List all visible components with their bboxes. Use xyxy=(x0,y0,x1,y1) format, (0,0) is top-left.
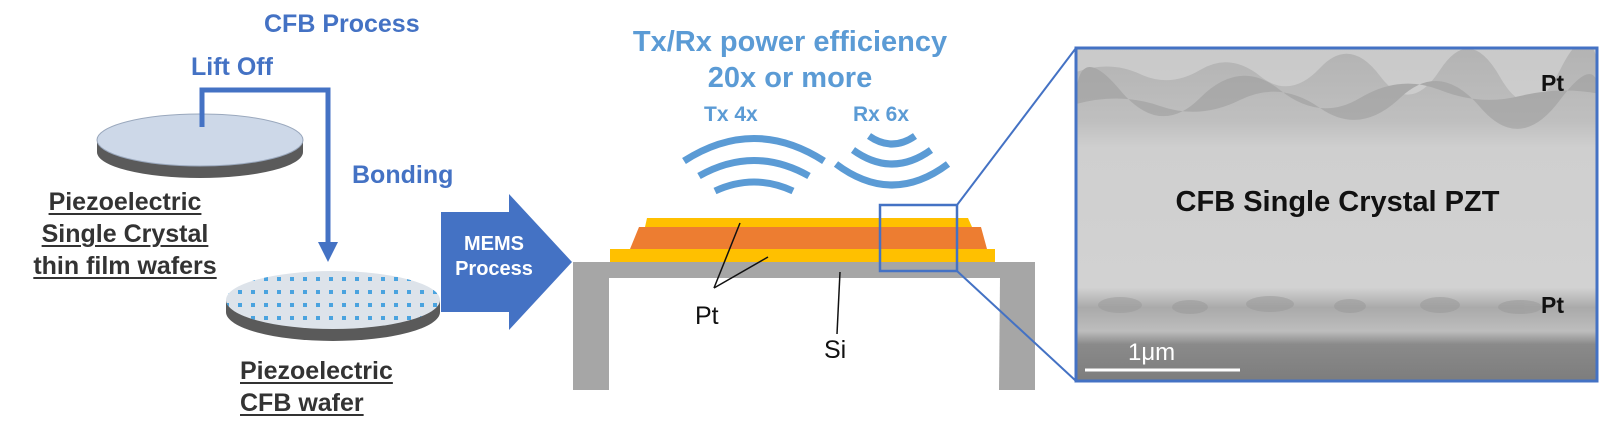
top-pt-layer xyxy=(645,218,972,227)
zoom-box xyxy=(878,203,959,273)
tx-wave-icon xyxy=(682,135,826,195)
efficiency-line: Tx/Rx power efficiency xyxy=(632,26,948,58)
sem-bottom-pt-label: Pt xyxy=(1541,292,1564,318)
single-crystal-wafer xyxy=(96,113,304,178)
zoom-line-bottom xyxy=(956,270,1077,382)
caption-line: thin film wafers xyxy=(33,252,217,280)
caption-line: CFB wafer xyxy=(240,389,364,417)
pzt-layer xyxy=(630,227,987,249)
sem-pzt-label: CFB Single Crystal PZT xyxy=(1175,186,1500,218)
scale-bar-label: 1μm xyxy=(1128,339,1176,366)
si-membrane xyxy=(573,262,1035,278)
mems-line: Process xyxy=(455,258,533,280)
efficiency-headline: Tx/Rx power efficiency 20x or more xyxy=(610,24,970,96)
si-right-leg xyxy=(999,278,1035,390)
si-label: Si xyxy=(824,336,847,364)
lift-off-label: Lift Off xyxy=(191,53,273,81)
rx-gain-label: Rx 6x xyxy=(853,103,910,126)
rx-wave-icon xyxy=(833,133,951,189)
single-crystal-wafer-caption: Piezoelectric Single Crystal thin film w… xyxy=(14,186,236,282)
mems-process-label: MEMS Process xyxy=(441,232,547,282)
caption-line: Piezoelectric xyxy=(240,357,393,385)
sem-top-pt-label: Pt xyxy=(1541,70,1564,96)
cfb-process-title: CFB Process xyxy=(264,10,420,38)
cfb-wafer-caption: Piezoelectric CFB wafer xyxy=(240,355,393,419)
lift-off-bonding-arrow xyxy=(199,87,338,262)
efficiency-line: 20x or more xyxy=(707,62,873,94)
cfb-wafer xyxy=(226,271,440,341)
pt-label: Pt xyxy=(695,302,719,330)
bonding-label: Bonding xyxy=(352,161,454,189)
bottom-pt-layer xyxy=(610,249,995,262)
caption-line: Single Crystal xyxy=(41,220,209,248)
mems-process-arrow xyxy=(441,194,572,330)
zoom-line-top xyxy=(956,47,1077,206)
mems-line: MEMS xyxy=(464,233,524,255)
mems-device-cross-section xyxy=(573,47,1077,390)
tx-gain-label: Tx 4x xyxy=(704,103,758,126)
si-left-leg xyxy=(573,278,609,390)
caption-line: Piezoelectric xyxy=(48,188,202,216)
sem-micrograph xyxy=(1074,46,1599,383)
